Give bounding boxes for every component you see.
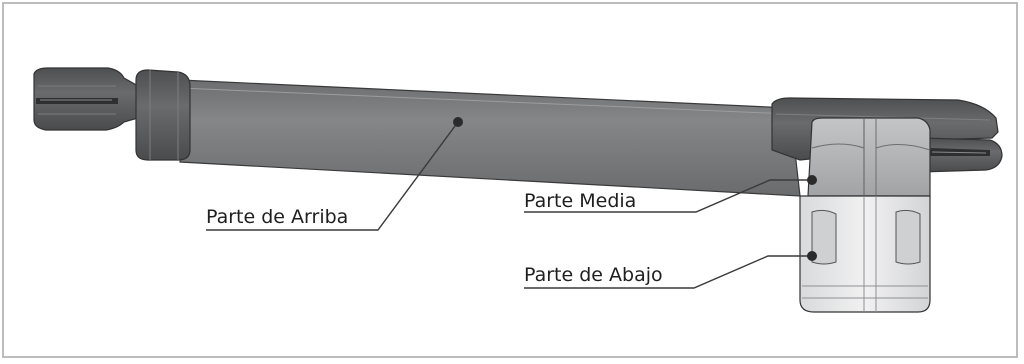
motor-bottom-section — [799, 195, 931, 313]
tube-collar — [135, 69, 191, 161]
leader-line-top — [206, 121, 459, 231]
right-fork-bracket — [919, 137, 1003, 173]
label-middle-part: Parte Media — [524, 190, 637, 212]
motor-middle-section — [807, 117, 931, 197]
left-fork-bracket — [33, 67, 139, 131]
upper-tube — [179, 79, 801, 197]
leader-line-bottom — [524, 255, 810, 289]
marker-dot-top — [453, 117, 463, 127]
label-bottom-part: Parte de Abajo — [524, 264, 663, 286]
leader-lines — [206, 121, 810, 289]
marker-dot-bottom — [807, 251, 817, 261]
leader-line-middle — [524, 179, 810, 213]
marker-dot-middle — [807, 175, 817, 185]
label-top-part: Parte de Arriba — [206, 206, 349, 228]
